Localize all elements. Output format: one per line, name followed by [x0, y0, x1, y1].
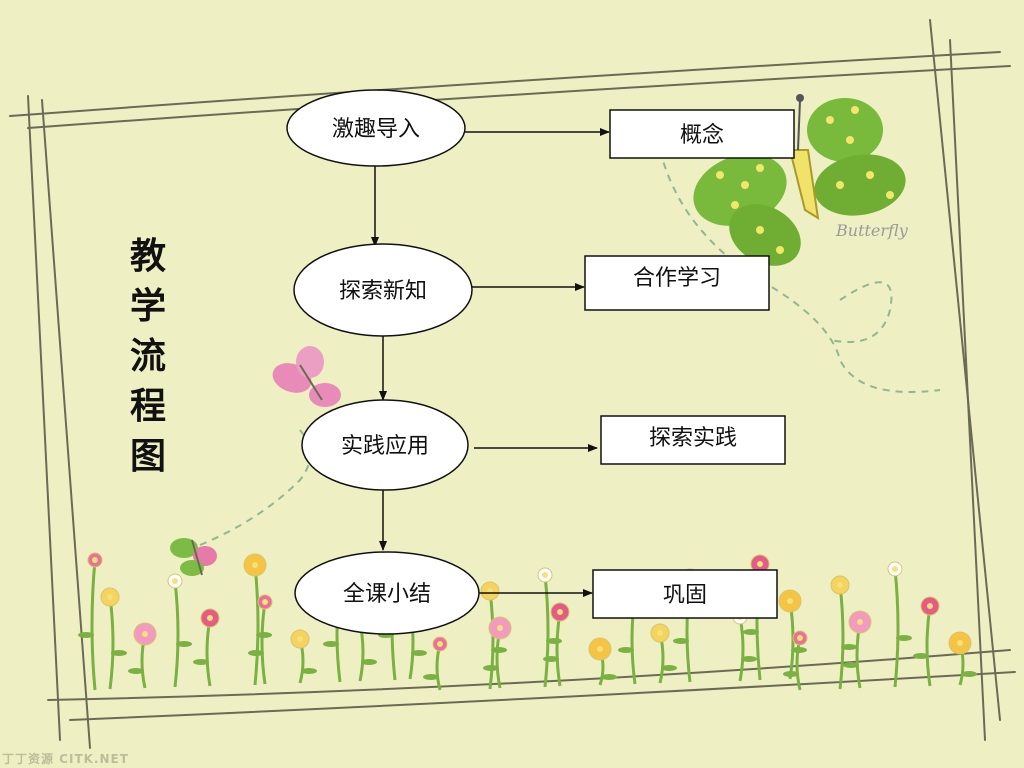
flower-leaf	[483, 665, 499, 671]
decorative-frame	[9, 19, 1016, 749]
flower-leaf	[783, 671, 799, 677]
flower-center	[92, 557, 98, 563]
flower-leaf	[896, 635, 912, 641]
green-butterfly-icon	[693, 94, 906, 266]
flower-stem	[488, 590, 495, 690]
flower-center	[927, 603, 933, 609]
flower-leaf	[128, 668, 144, 674]
flower-leaf	[193, 659, 209, 665]
title-char: 教	[129, 235, 166, 277]
flower-leaf	[543, 656, 559, 662]
pink-butterfly-icon	[272, 346, 341, 407]
flower-leaf	[323, 641, 339, 647]
flower-center	[797, 635, 803, 641]
flower-stem	[253, 564, 260, 686]
flower-center	[542, 572, 548, 578]
flower-leaf	[361, 659, 377, 665]
butterfly-caption: Butterfly	[835, 221, 909, 240]
result-box-label: 探索实践	[649, 426, 737, 451]
flower-center	[787, 598, 793, 604]
flower-stem	[893, 568, 900, 688]
title-char: 程	[129, 385, 166, 427]
flower-center	[107, 594, 113, 600]
flower-leaf	[673, 638, 689, 644]
flower-center	[172, 578, 178, 584]
flow-node-label: 探索新知	[339, 279, 427, 304]
result-box-2: 合作学习	[584, 255, 770, 311]
watermark: 丁丁资源 CITK.NET	[2, 752, 129, 766]
title-char: 图	[129, 435, 166, 477]
flower-stem	[260, 601, 267, 685]
flower-leaf	[78, 632, 94, 638]
flower-center	[207, 615, 213, 621]
flower-center	[892, 566, 898, 572]
dashed-flight-path	[199, 149, 941, 546]
flower-center	[437, 641, 443, 647]
flow-node-1: 激趣导入	[286, 89, 466, 167]
flower-leaf	[301, 668, 317, 674]
result-box-label: 巩固	[663, 583, 707, 608]
flower-stem	[838, 584, 845, 690]
flower-leaf	[843, 662, 859, 668]
flower-center	[757, 561, 763, 567]
flower-leaf	[601, 674, 617, 680]
flower-stem	[173, 580, 180, 688]
flower-leaf	[423, 674, 439, 680]
flower-center	[252, 562, 258, 568]
flower-leaf	[743, 629, 759, 635]
flower-center	[142, 631, 148, 637]
result-box-label: 概念	[680, 123, 724, 148]
title-char: 学	[129, 285, 166, 327]
flower-center	[557, 609, 563, 615]
flower-leaf	[661, 665, 677, 671]
flower-center	[497, 625, 503, 631]
flower-leaf	[176, 641, 192, 647]
flower-stem	[90, 559, 97, 691]
flower-center	[262, 599, 268, 605]
flower-leaf	[411, 650, 427, 656]
flower-center	[597, 646, 603, 652]
flower-center	[297, 636, 303, 642]
small-butterfly-icon	[170, 538, 217, 576]
result-box-3: 探索实践	[600, 415, 786, 465]
flower-leaf	[111, 650, 127, 656]
title-char: 流	[129, 335, 166, 377]
flower-leaf	[913, 653, 929, 659]
flower-leaf	[248, 650, 264, 656]
result-box-4: 巩固	[592, 569, 778, 619]
result-box-label: 合作学习	[633, 266, 721, 291]
result-box-1: 概念	[609, 109, 795, 159]
flow-node-label: 全课小结	[343, 582, 431, 607]
flower-leaf	[961, 671, 977, 677]
flower-leaf	[256, 632, 272, 638]
flower-stem	[543, 574, 550, 688]
flower-leaf	[491, 647, 507, 653]
flower-leaf	[841, 644, 857, 650]
flower-center	[657, 630, 663, 636]
flower-center	[837, 582, 843, 588]
flow-node-label: 激趣导入	[332, 117, 420, 142]
flower-center	[857, 619, 863, 625]
flow-node-4: 全课小结	[294, 551, 480, 635]
flow-node-3: 实践应用	[301, 399, 469, 491]
flow-node-label: 实践应用	[341, 434, 429, 459]
flower-leaf	[741, 656, 757, 662]
flow-node-2: 探索新知	[293, 243, 473, 337]
flower-leaf	[618, 647, 634, 653]
flower-center	[957, 640, 963, 646]
